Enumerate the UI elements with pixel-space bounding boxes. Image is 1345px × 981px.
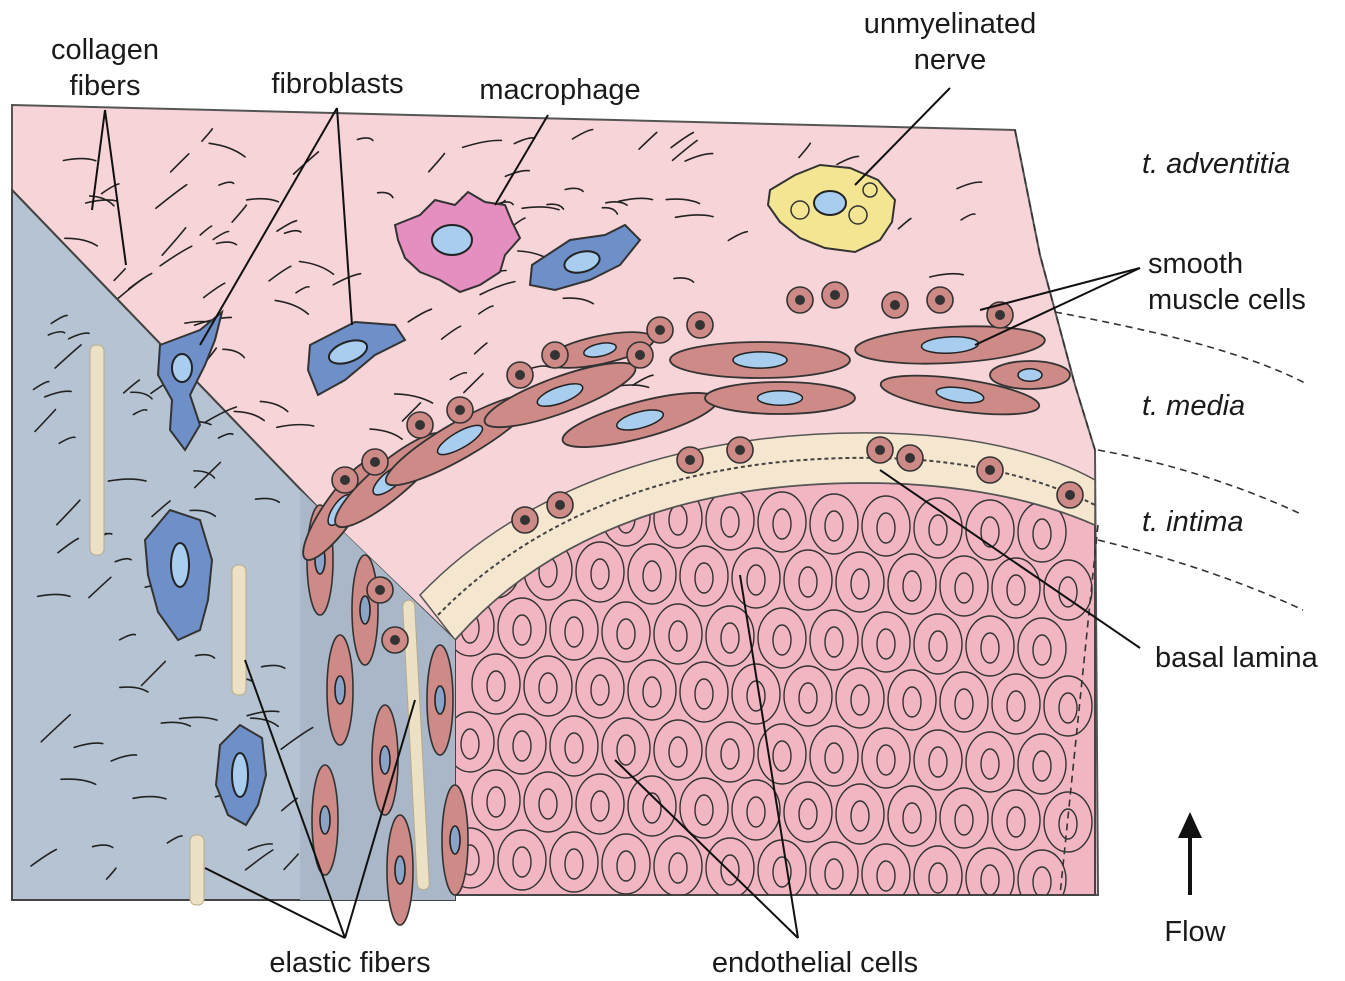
label-collagen-line1: collagen xyxy=(40,32,170,68)
smooth-muscle-nucleus xyxy=(733,352,787,368)
media-round-cell-nucleus xyxy=(890,300,900,310)
cut-muscle-nucleus xyxy=(360,596,370,624)
media-round-cell-nucleus xyxy=(695,320,705,330)
media-round-cell-nucleus xyxy=(555,500,565,510)
label-flow: Flow xyxy=(1150,914,1240,950)
media-round-cell-nucleus xyxy=(370,457,380,467)
cut-muscle-nucleus xyxy=(380,746,390,774)
label-endothelial-cells: endothelial cells xyxy=(690,945,940,981)
cut-muscle-nucleus xyxy=(320,806,330,834)
smooth-muscle-cell xyxy=(670,342,850,378)
label-nerve-line2: nerve xyxy=(845,42,1055,78)
media-round-cell-nucleus xyxy=(655,325,665,335)
cut-muscle-nucleus xyxy=(435,686,445,714)
smooth-muscle-nucleus xyxy=(758,391,803,405)
label-fibroblasts: fibroblasts xyxy=(255,66,420,102)
media-round-cell-nucleus xyxy=(905,453,915,463)
media-round-cell-nucleus xyxy=(415,420,425,430)
label-t-adventitia: t. adventitia xyxy=(1142,146,1290,182)
label-basal-lamina: basal lamina xyxy=(1155,640,1318,676)
label-nerve-line1: unmyelinated xyxy=(845,6,1055,42)
label-elastic-fibers: elastic fibers xyxy=(240,945,460,981)
media-round-cell-nucleus xyxy=(685,455,695,465)
media-round-cell-nucleus xyxy=(985,465,995,475)
media-round-cell-nucleus xyxy=(375,585,385,595)
media-round-cell-nucleus xyxy=(635,350,645,360)
media-round-cell-nucleus xyxy=(390,635,400,645)
label-t-media: t. media xyxy=(1142,388,1245,424)
media-round-cell-nucleus xyxy=(1065,490,1075,500)
smooth-muscle-nucleus xyxy=(1018,369,1042,382)
media-round-cell-nucleus xyxy=(550,350,560,360)
label-t-intima: t. intima xyxy=(1142,504,1244,540)
label-collagen-line2: fibers xyxy=(40,68,170,104)
cut-muscle-nucleus xyxy=(395,856,405,884)
label-collagen-fibers: collagen fibers xyxy=(40,32,170,104)
label-smooth-line2: muscle cells xyxy=(1148,282,1306,318)
media-round-cell-nucleus xyxy=(795,295,805,305)
media-round-cell-nucleus xyxy=(830,290,840,300)
media-round-cell-nucleus xyxy=(520,515,530,525)
label-unmyelinated-nerve: unmyelinated nerve xyxy=(845,6,1055,78)
media-round-cell-nucleus xyxy=(735,445,745,455)
label-smooth-line1: smooth xyxy=(1148,246,1306,282)
cut-muscle-nucleus xyxy=(335,676,345,704)
media-round-cell-nucleus xyxy=(995,310,1005,320)
media-round-cell-nucleus xyxy=(935,295,945,305)
label-smooth-muscle-cells: smooth muscle cells xyxy=(1148,246,1306,318)
cut-muscle-nucleus xyxy=(450,826,460,854)
label-macrophage: macrophage xyxy=(460,72,660,108)
media-round-cell-nucleus xyxy=(875,445,885,455)
smooth-muscle-cell xyxy=(705,382,855,414)
media-round-cell-nucleus xyxy=(515,370,525,380)
flow-arrow-icon xyxy=(1178,812,1202,895)
media-round-cell-nucleus xyxy=(455,405,465,415)
media-round-cell-nucleus xyxy=(340,475,350,485)
smooth-muscle-cell xyxy=(990,361,1070,389)
